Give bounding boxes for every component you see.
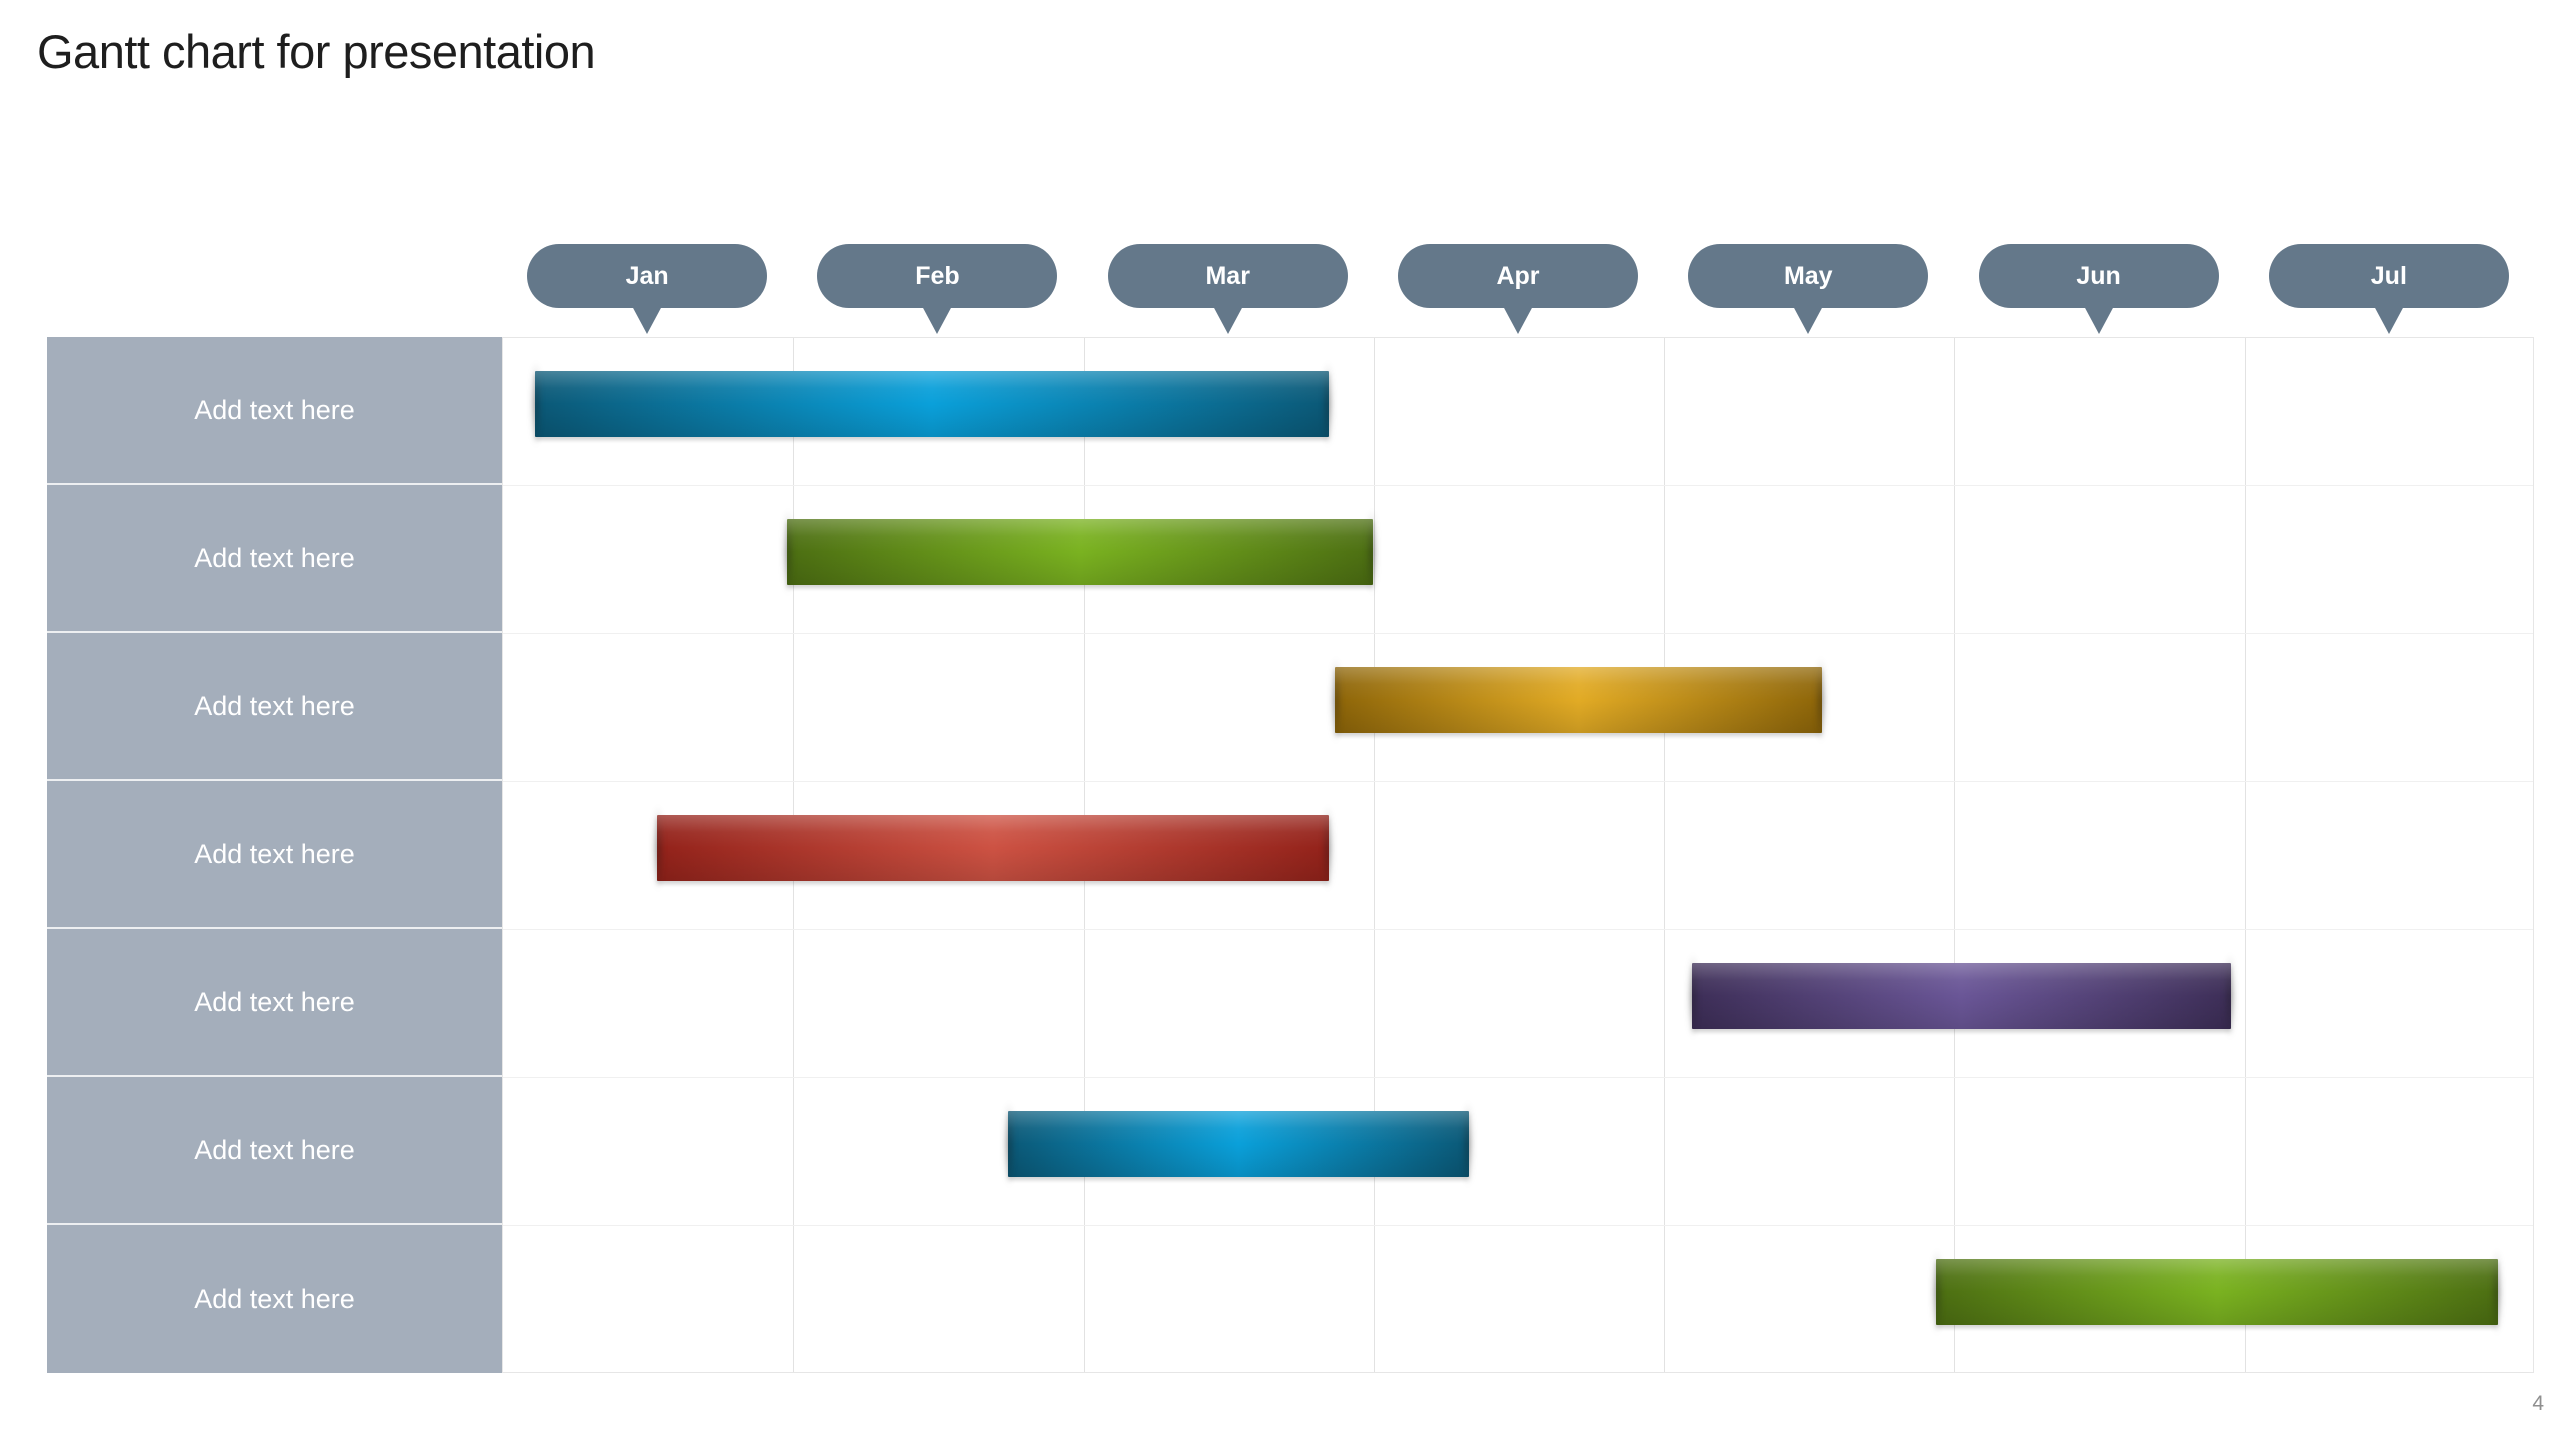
bar-end-shadow-right [1815,649,1828,751]
month-pill: Apr [1398,244,1638,334]
month-pill: Mar [1107,244,1348,334]
month-pill: Jul [2268,244,2509,334]
bar-end-shadow-right [2224,945,2237,1047]
gantt-bar [1930,1241,2504,1343]
month-pointer-icon [2083,306,2114,334]
month-pointer-icon [2373,306,2404,334]
task-label-placeholder: Add text here [194,986,355,1017]
bar-end-shadow-right [1322,353,1335,455]
gantt-bar [529,353,1335,455]
month-header-row: Jan Feb Mar Apr May Jun Jul [502,244,2534,337]
gantt-bar [1002,1093,1474,1195]
month-pill-label: Apr [1496,261,1540,290]
task-label-placeholder: Add text here [194,542,355,573]
gantt-row [503,1226,2533,1374]
month-pill: May [1688,244,1929,334]
month-pointer-icon [922,306,953,334]
gantt-row [503,930,2533,1078]
gantt-grid [502,337,2534,1373]
month-pointer-icon [1503,306,1533,334]
task-label-cell[interactable]: Add text here [47,633,502,781]
bar-end-shadow-left [651,797,664,899]
bar-end-shadow-left [782,501,795,603]
gantt-row [503,486,2533,634]
month-pill-label: Mar [1205,261,1250,290]
task-label-cell[interactable]: Add text here [47,1077,502,1225]
month-pill-label: Jun [2076,261,2121,290]
bar-end-shadow-right [1365,501,1378,603]
month-pill-label: May [1783,261,1833,290]
grid-column-line [1664,338,1666,1372]
month-pill-label: Jan [625,261,669,290]
bar-end-shadow-left [1930,1241,1943,1343]
task-label-cell[interactable]: Add text here [47,485,502,633]
gantt-bar [651,797,1335,899]
month-pill-label: Jul [2370,261,2407,290]
bar-end-shadow-left [1687,945,1699,1047]
task-label-column: Add text here Add text here Add text her… [47,337,502,1373]
month-pointer-icon [1212,306,1243,334]
grid-column-line [1373,338,1375,1372]
bar-end-shadow-left [1330,649,1343,751]
page-title: Gantt chart for presentation [37,25,596,78]
bar-end-shadow-left [529,353,542,455]
grid-column-line [1954,338,1956,1372]
gantt-bar [1687,945,2237,1047]
task-label-cell[interactable]: Add text here [47,929,502,1077]
task-label-cell[interactable]: Add text here [47,337,502,485]
month-pill-label: Feb [915,261,960,290]
gantt-row [503,782,2533,930]
gantt-row [503,634,2533,782]
month-pill: Jan [527,244,768,334]
gantt-bar [782,501,1378,603]
bar-end-shadow-right [2491,1241,2504,1343]
month-pointer-icon [632,306,663,334]
month-pointer-icon [1793,306,1824,334]
month-pill: Feb [817,244,1058,334]
gantt-row [503,338,2533,486]
task-label-placeholder: Add text here [194,1283,355,1314]
task-label-cell[interactable]: Add text here [47,781,502,929]
gantt-row [503,1078,2533,1226]
bar-end-shadow-left [1002,1093,1015,1195]
task-label-placeholder: Add text here [194,838,355,869]
bar-end-shadow-right [1322,797,1335,899]
page-number: 4 [2532,1392,2544,1415]
task-label-placeholder: Add text here [194,690,355,721]
gantt-bar [1330,649,1828,751]
month-pill: Jun [1978,244,2219,334]
grid-column-line [2244,338,2246,1372]
task-label-cell[interactable]: Add text here [47,1225,502,1373]
bar-end-shadow-right [1461,1093,1474,1195]
task-label-placeholder: Add text here [194,1134,355,1165]
task-label-placeholder: Add text here [194,394,355,425]
